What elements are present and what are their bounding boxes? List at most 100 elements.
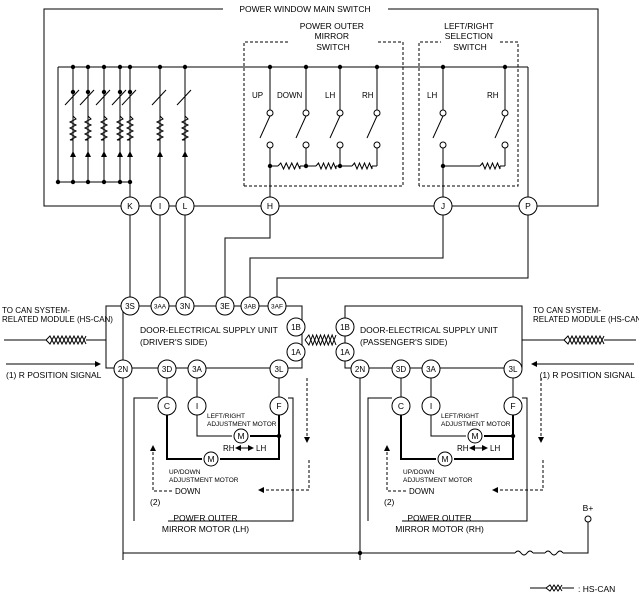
ud-motor-symbol [203,451,219,467]
driver-bottom-terminals: 2N 3D 3A 3L [113,359,289,379]
junction-dot [510,433,516,439]
ud-motor-letter: M [207,454,214,464]
terminal-3s [120,296,140,316]
down-arrow [384,445,406,492]
driver-terminal-1b [286,317,306,337]
return-dashed-arrow [258,460,310,493]
mirror-terminal-i-label: I [196,401,198,411]
ladder-diode [182,151,188,157]
selection-switch-label: LEFT/RIGHT SELECTION SWITCH [444,21,496,52]
terminal-j-label: J [441,201,445,211]
switch-contact [336,109,344,117]
terminal-3n [175,296,195,316]
can-wire-high [304,333,337,347]
driver-terminal-1b-label: 1B [291,323,301,332]
ladder-diode [85,151,91,157]
mirror-resistor [315,161,337,171]
passenger-terminal-1a-label: 1A [340,348,350,357]
ud-motor-label: ADJUSTMENT MOTOR [403,477,473,484]
ladder-diode [101,151,107,157]
variable-resistor-arrow [95,89,111,106]
driver-terminal-2n [113,359,133,379]
variable-resistor-arrow [79,89,95,106]
mirror-switch-contacts [259,64,381,197]
switch-contact [302,109,310,117]
selection-lh-label: LH [427,91,437,100]
passenger-terminal-2n-label: 2N [355,365,365,374]
switch-blade [295,115,307,139]
junction-dot [127,64,133,70]
terminal-3s-label: 3S [125,302,135,311]
down-label: DOWN [175,487,201,496]
ladder-resistor [125,115,135,141]
can-wire-low [545,584,563,592]
mirror-resistor [351,161,373,171]
terminal-p-label: P [525,201,531,211]
lh-arrow-label: LH [490,444,500,453]
can-wire-low [304,333,337,347]
mirror-num-label: (2) [384,497,395,507]
b-plus-supply: B+ [123,503,594,556]
driver-terminal-1a-label: 1A [291,348,301,357]
ladder-diode [127,151,133,157]
mirror-title: MIRROR MOTOR (RH) [395,524,484,534]
can-wire-high [563,334,605,346]
switch-blade [259,115,271,139]
lr-motor-letter: M [237,431,244,441]
switch-contact [336,141,344,149]
can-wire-low [45,334,87,346]
driver-terminal-3a-label: 3A [192,365,202,374]
legend: : HS-CAN [530,584,615,594]
passenger-terminal-2n [350,359,370,379]
main-switch-block: POWER WINDOW MAIN SWITCH POWER OUTER MIR… [43,4,599,216]
passenger-unit: DOOR-ELECTRICAL SUPPLY UNIT (PASSENGER'S… [335,305,639,560]
lr-motor-label: LEFT/RIGHT [441,413,479,420]
ud-motor-wire [400,415,436,460]
selection-rh-label: RH [487,91,499,100]
junction-dot [101,179,107,185]
junction-dot [85,179,91,185]
driver-terminal-3l-label: 3L [275,365,284,374]
ud-motor-label: UP/DOWN [169,469,201,476]
mirror-terminal-c-label: C [398,401,404,411]
junction-dot [101,89,107,95]
variable-resistor-arrow [64,89,80,106]
legend-hs-can-symbol [530,584,574,592]
ud-motor-letter: M [441,454,448,464]
junction-dot [157,64,163,70]
driver-can-twisted-pair [4,334,106,346]
passenger-terminal-1b-label: 1B [340,323,350,332]
variable-resistor-arrow [121,89,137,106]
switch-contact [439,109,447,117]
lr-motor-symbol [233,428,249,444]
switch-contact [501,109,509,117]
junction-dot [303,163,309,169]
mirror-terminal-i-label: I [430,401,432,411]
driver-terminal-1a [286,342,306,362]
terminal-3aa-label: 3AA [154,304,167,311]
b-plus-terminal [584,515,592,523]
legend-label: : HS-CAN [578,584,615,594]
b-plus-wire [563,522,589,554]
passenger-can-label: TO CAN SYSTEM- RELATED MODULE (HS-CAN) [533,306,639,324]
b-plus-label: B+ [583,503,594,513]
variable-resistor-arrow [176,89,192,106]
switch-blade [366,115,378,139]
switch-up-label: UP [252,91,263,100]
selection-switch-frame [418,41,519,187]
mirror-switch-frame [243,41,404,187]
rh-arrow-label: RH [457,444,469,453]
switch-contact [373,109,381,117]
lr-motor-label: ADJUSTMENT MOTOR [441,421,511,428]
switch-contact [439,141,447,149]
passenger-terminal-1a [335,342,355,362]
ladder-diode [70,151,76,157]
driver-terminal-3d-label: 3D [162,365,172,374]
lr-motor-label: LEFT/RIGHT [207,413,245,420]
passenger-bottom-terminals: 2N 3D 3A 3L [350,359,523,379]
ud-motor-label: UP/DOWN [403,469,435,476]
driver-can-label: TO CAN SYSTEM- RELATED MODULE (HS-CAN) [2,306,113,324]
